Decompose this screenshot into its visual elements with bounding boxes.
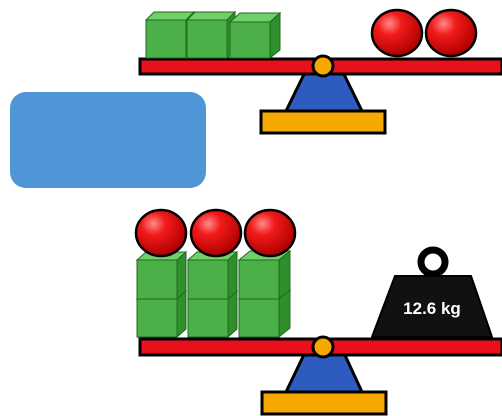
bottom-scale-pivot xyxy=(313,337,333,357)
bottom-scale-base xyxy=(262,392,386,414)
kettlebell-weight: 12.6 kg xyxy=(372,250,492,337)
green-cube xyxy=(187,12,235,58)
green-cube xyxy=(188,252,237,299)
top-scale-cubes xyxy=(146,12,280,58)
red-ball xyxy=(245,210,295,256)
green-cube xyxy=(230,13,280,58)
bottom-scale-balls xyxy=(136,210,295,256)
weight-label: 12.6 kg xyxy=(403,299,461,318)
red-ball xyxy=(136,210,186,256)
red-ball xyxy=(372,10,422,56)
weight-handle xyxy=(421,250,445,274)
answer-box[interactable] xyxy=(10,92,206,188)
top-scale-balls xyxy=(372,10,476,56)
green-cube xyxy=(137,252,186,299)
top-scale-base xyxy=(261,111,385,133)
green-cube xyxy=(239,251,290,299)
top-scale-pivot xyxy=(313,56,333,76)
red-ball xyxy=(426,10,476,56)
bottom-scale-cubes xyxy=(137,251,290,337)
red-ball xyxy=(191,210,241,256)
bottom-scale: 12.6 kg xyxy=(136,210,502,414)
